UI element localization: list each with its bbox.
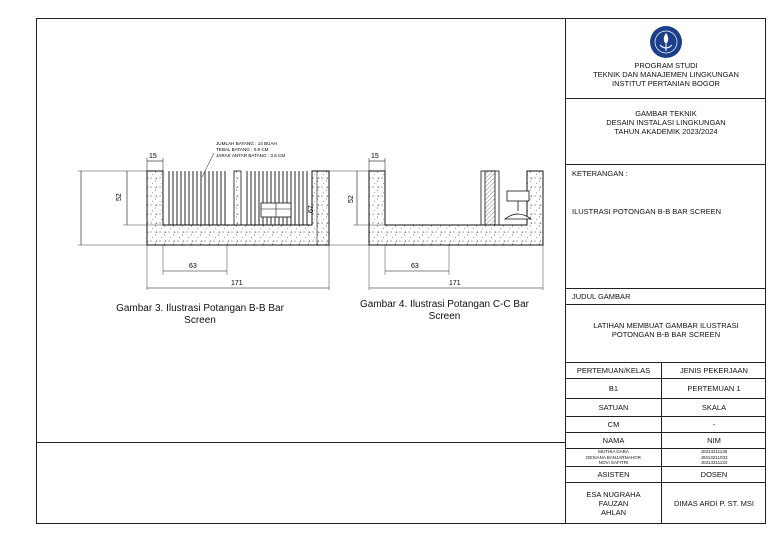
meeting-class-label: PERTEMUAN/KELAS	[566, 363, 662, 378]
dim-inner-label: 52	[348, 195, 355, 203]
drawing-title-line2: POTONGAN B-B BAR SCREEN	[611, 330, 721, 339]
figure-3-section-drawing: 15 67 52 63 171 JUMLAH BATANG : 14 BUAH …	[78, 141, 330, 290]
dim-wall-label: 15	[371, 153, 379, 160]
dim-bar-label: 63	[411, 263, 419, 270]
university-label: INSTITUT PERTANIAN BOGOR	[612, 79, 720, 88]
row-unit-values: CM -	[566, 417, 766, 433]
figure-3-caption-line1: Gambar 3. Ilustrasi Potangan B-B Bar	[116, 303, 284, 314]
figure-4-section-drawing: 15 67 52 63 171	[308, 153, 544, 290]
name-label: NAMA	[566, 433, 662, 448]
row-assistant-header: ASISTEN DOSEN	[566, 467, 766, 483]
course-block: GAMBAR TEKNIK DESAIN INSTALASI LINGKUNGA…	[566, 99, 766, 165]
center-divider	[233, 170, 242, 226]
figure-3-caption-line2: Screen	[184, 315, 216, 326]
row-name-values: MUTHIA DARA DESIANA BANJARNAHOR NOVI SAF…	[566, 449, 766, 467]
channel-wall	[146, 170, 330, 246]
work-type-label: JENIS PEKERJAAN	[680, 366, 748, 375]
dim-wall-label: 15	[149, 153, 157, 160]
assistants-cell: ESA NUGRAHA FAUZAN AHLAN	[566, 483, 662, 523]
unit-value: CM	[566, 417, 662, 432]
department-label: TEKNIK DAN MANAJEMEN LINGKUNGAN	[593, 70, 739, 79]
bar-note-spacing: JARAK ANTAR BATANG : 3.5 CM	[216, 153, 285, 158]
student-nim: J0313211134	[700, 460, 728, 466]
course-line3: TAHUN AKADEMIK 2023/2024	[614, 127, 718, 136]
course-line1: GAMBAR TEKNIK	[635, 109, 697, 118]
assistant-name: ESA NUGRAHA	[586, 489, 641, 499]
unit-label: SATUAN	[566, 399, 662, 416]
channel-wall	[368, 170, 544, 246]
row-name-header: NAMA NIM	[566, 433, 766, 449]
title-block: PROGRAM STUDI TEKNIK DAN MANAJEMEN LINGK…	[566, 19, 766, 523]
row-meeting-header: PERTEMUAN/KELAS JENIS PEKERJAAN	[566, 363, 766, 379]
student-name: MUTHIA DARA	[598, 449, 629, 455]
notes-text: ILUSTRASI POTONGAN B-B BAR SCREEN	[572, 207, 722, 216]
row-assistant-values: ESA NUGRAHA FAUZAN AHLAN DIMAS ARDI P. S…	[566, 483, 766, 523]
scale-value: -	[712, 420, 716, 429]
assistant-name: AHLAN	[600, 507, 626, 517]
bar-note-thickness: TEBAL BATANG : 0.8 CM	[216, 147, 269, 152]
nim-label: NIM	[707, 436, 721, 445]
bar-group-left	[168, 171, 226, 225]
nims-cell: J0313211135 J0313211033 J0313211134	[662, 449, 766, 466]
dim-height-label: 67	[308, 205, 315, 213]
student-nim: J0313211033	[700, 454, 728, 460]
student-name: NOVI SAFITRI	[598, 460, 629, 466]
assistant-label: ASISTEN	[566, 467, 662, 482]
lecturer-name: DIMAS ARDI P. ST. MSI	[674, 498, 754, 508]
assistant-name: FAUZAN	[598, 498, 629, 508]
screen-frame	[480, 170, 500, 226]
drawing-title-label-row: JUDUL GAMBAR	[566, 289, 766, 305]
notes-label: KETERANGAN :	[572, 169, 628, 178]
notes-area	[37, 443, 566, 523]
figure-3-caption: Gambar 3. Ilustrasi Potangan B-B Bar Scr…	[85, 303, 315, 327]
names-cell: MUTHIA DARA DESIANA BANJARNAHOR NOVI SAF…	[566, 449, 662, 466]
notes-block: KETERANGAN : ILUSTRASI POTONGAN B-B BAR …	[566, 165, 766, 289]
drawing-title-block: LATIHAN MEMBUAT GAMBAR ILUSTRASI POTONGA…	[566, 305, 766, 363]
figure-4-caption: Gambar 4. Ilustrasi Potangan C-C Bar Scr…	[337, 299, 552, 323]
course-line2: DESAIN INSTALASI LINGKUNGAN	[606, 118, 726, 127]
institution-block: PROGRAM STUDI TEKNIK DAN MANAJEMEN LINGK…	[566, 19, 766, 99]
row-unit-header: SATUAN SKALA	[566, 399, 766, 417]
ipb-logo	[650, 26, 682, 58]
student-name: DESIANA BANJARNAHOR	[586, 454, 641, 460]
bar-note-count: JUMLAH BATANG : 14 BUAH	[216, 141, 277, 146]
dim-bar-label: 63	[189, 263, 197, 270]
dim-inner-label: 52	[116, 193, 123, 201]
handle-detail	[503, 190, 533, 220]
scale-label: SKALA	[701, 403, 727, 412]
row-meeting-values: B1 PERTEMUAN 1	[566, 379, 766, 399]
student-nim: J0313211135	[700, 449, 728, 455]
class-value: B1	[566, 379, 662, 398]
bar-screen-profile	[484, 170, 496, 226]
program-label: PROGRAM STUDI	[634, 61, 698, 70]
drawing-area: 15 67 52 63 171 JUMLAH BATANG : 14 BUAH …	[37, 19, 566, 443]
figure-4-caption-line2: Screen	[428, 311, 461, 322]
lecturer-label: DOSEN	[700, 470, 728, 479]
dim-total-label: 171	[231, 280, 243, 287]
drawing-title-label: JUDUL GAMBAR	[572, 292, 631, 301]
drawing-title-line1: LATIHAN MEMBUAT GAMBAR ILUSTRASI	[593, 321, 739, 330]
dim-total-label: 171	[449, 280, 461, 287]
figure-4-caption-line1: Gambar 4. Ilustrasi Potangan C-C Bar	[360, 299, 529, 310]
work-type-value: PERTEMUAN 1	[687, 384, 741, 393]
drawing-sheet: 15 67 52 63 171 JUMLAH BATANG : 14 BUAH …	[36, 18, 766, 524]
